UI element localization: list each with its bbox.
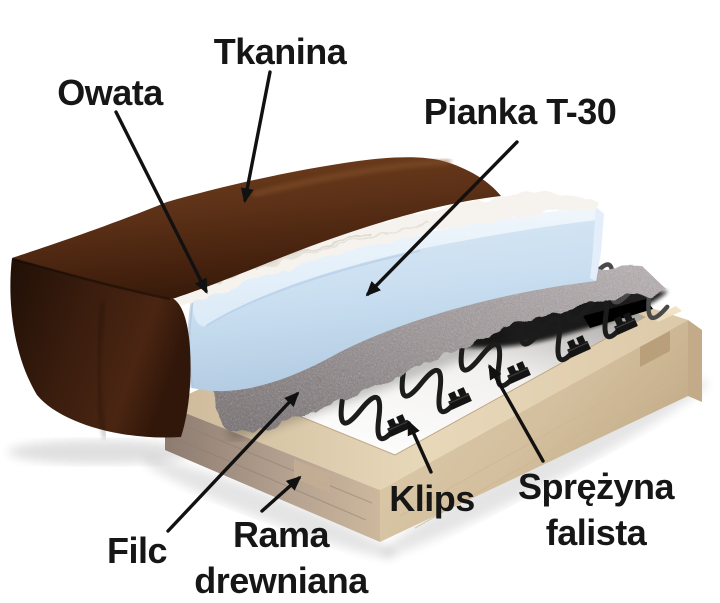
arrow-sprezyna xyxy=(488,364,545,463)
arrow-owata xyxy=(114,110,208,294)
leather-cover xyxy=(10,157,501,439)
arrow-filc xyxy=(166,391,300,533)
label-rama-line2: drewniana xyxy=(194,560,368,601)
webbing-strap xyxy=(583,299,653,328)
finger-joint xyxy=(294,459,330,493)
label-tkanina: Tkanina xyxy=(213,30,347,72)
frame-left-rail-face xyxy=(165,405,380,542)
foam-top-face xyxy=(192,207,597,327)
frame-end-cap xyxy=(688,320,702,402)
label-sprezyna-line1: Sprężyna xyxy=(517,465,675,507)
frame-right-rail-face xyxy=(380,320,688,542)
foam-right-face xyxy=(590,207,604,281)
arrow-rama xyxy=(260,475,302,513)
label-filc: Filc xyxy=(106,529,168,571)
label-pianka: Pianka T-30 xyxy=(423,90,617,132)
label-sprezyna-line2: falista xyxy=(545,512,647,553)
label-owata: Owata xyxy=(57,71,163,113)
leather-top-face xyxy=(12,157,501,299)
arrow-klips xyxy=(407,420,433,474)
arrow-tkanina xyxy=(240,70,272,204)
felt-layer xyxy=(215,265,668,434)
leather-front-face xyxy=(10,258,191,438)
label-klips: Klips xyxy=(389,477,475,519)
arrow-pianka xyxy=(365,140,519,297)
finger-joint xyxy=(652,306,682,322)
finger-joint xyxy=(640,331,670,367)
foam-front-face xyxy=(188,207,601,392)
label-sprezyna-falista: Sprężyna falista xyxy=(517,464,675,556)
label-rama-line1: Rama xyxy=(232,513,330,555)
label-rama-drewniana: Rama drewniana xyxy=(194,512,368,603)
annotation-arrows xyxy=(114,70,545,533)
